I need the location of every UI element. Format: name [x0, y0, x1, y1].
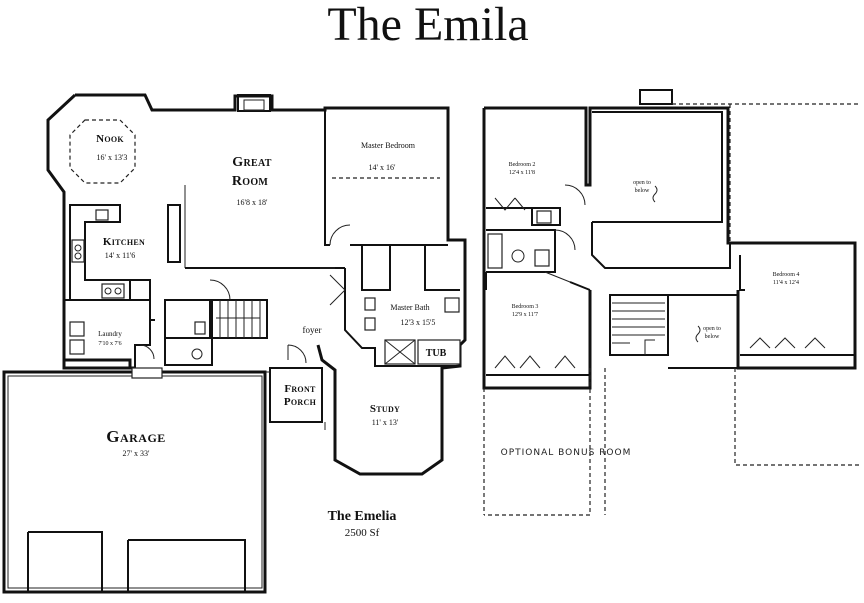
front-porch-label-2: Porch	[284, 396, 317, 408]
great-room-label-2: Room	[232, 174, 269, 189]
open-below-1-line2: below	[635, 188, 650, 194]
master-bedroom-size: 14' x 16'	[369, 163, 396, 172]
laundry-room: Laundry 7'10 x 7'6	[64, 299, 155, 368]
upper-stairs	[609, 294, 669, 356]
page-title: The Emila	[327, 0, 528, 51]
optional-bonus-room: OPTIONAL BONUS ROOM	[483, 368, 860, 516]
bedroom-2-label: Bedroom 2	[509, 162, 536, 168]
foyer-label: foyer	[303, 325, 322, 335]
master-bath-room: TUB Master Bath 12'3 x 15'5	[344, 245, 461, 367]
main-stairs	[211, 299, 268, 339]
bedroom-4-label: Bedroom 4	[773, 272, 800, 278]
upper-floor-plan: Bedroom 2 12'4 x 11'8 open to below Bedr…	[482, 89, 860, 516]
open-below-2-line1: open to	[703, 326, 721, 332]
bedroom-3-label: Bedroom 3	[512, 304, 539, 310]
study-size: 11' x 13'	[372, 418, 399, 427]
plan-area: 2500 Sf	[345, 527, 380, 539]
kitchen-label: Kitchen	[103, 236, 145, 248]
open-below-2-line2: below	[705, 334, 720, 340]
garage-label: Garage	[106, 427, 166, 446]
front-porch-label-1: Front	[284, 383, 316, 395]
tub-label: TUB	[426, 348, 447, 359]
nook-size: 16' x 13'3	[97, 153, 128, 162]
bedroom-2-room: Bedroom 2 12'4 x 11'8	[486, 162, 561, 226]
great-room: Great Room 16'8 x 18'	[232, 155, 272, 207]
open-below-1-line1: open to	[633, 180, 651, 186]
master-bedroom-room: Master Bedroom 14' x 16'	[324, 110, 448, 246]
plan-name: The Emelia	[328, 509, 397, 524]
garage-room: Garage 27' x 33'	[2, 367, 267, 594]
laundry-size: 7'10 x 7'6	[98, 341, 121, 347]
garage-size: 27' x 33'	[123, 449, 150, 458]
bedroom-2-size: 12'4 x 11'8	[509, 170, 535, 176]
study-label: Study	[370, 403, 400, 415]
bonus-room-label: OPTIONAL BONUS ROOM	[501, 448, 632, 458]
kitchen-size: 14' x 11'6	[105, 251, 136, 260]
open-to-below-2: open to below	[668, 294, 739, 369]
bedroom-4-room: Bedroom 4 11'4 x 12'4	[739, 255, 855, 356]
open-to-below-1: open to below	[591, 111, 731, 269]
front-porch: Front Porch	[269, 367, 323, 423]
bedroom-3-size: 12'9 x 11'7	[512, 312, 538, 318]
study-room: Study 11' x 13'	[370, 403, 400, 427]
bedroom-4-size: 11'4 x 12'4	[773, 280, 799, 286]
master-bath-label: Master Bath	[390, 303, 429, 312]
master-bedroom-label: Master Bedroom	[361, 141, 416, 150]
nook-room: Nook 16' x 13'3	[69, 119, 136, 184]
bedroom-3-room: Bedroom 3 12'9 x 11'7	[485, 272, 591, 376]
great-room-label-1: Great	[232, 155, 271, 170]
laundry-label: Laundry	[98, 330, 122, 338]
kitchen-room: Kitchen 14' x 11'6	[69, 204, 155, 321]
great-room-size: 16'8 x 18'	[237, 198, 268, 207]
nook-label: Nook	[96, 133, 124, 145]
foyer-area: foyer	[287, 325, 322, 364]
master-bath-size: 12'3 x 15'5	[401, 318, 436, 327]
main-floor-plan: Nook 16' x 13'3 Kitchen 14' x 11'6 Great…	[2, 93, 467, 594]
